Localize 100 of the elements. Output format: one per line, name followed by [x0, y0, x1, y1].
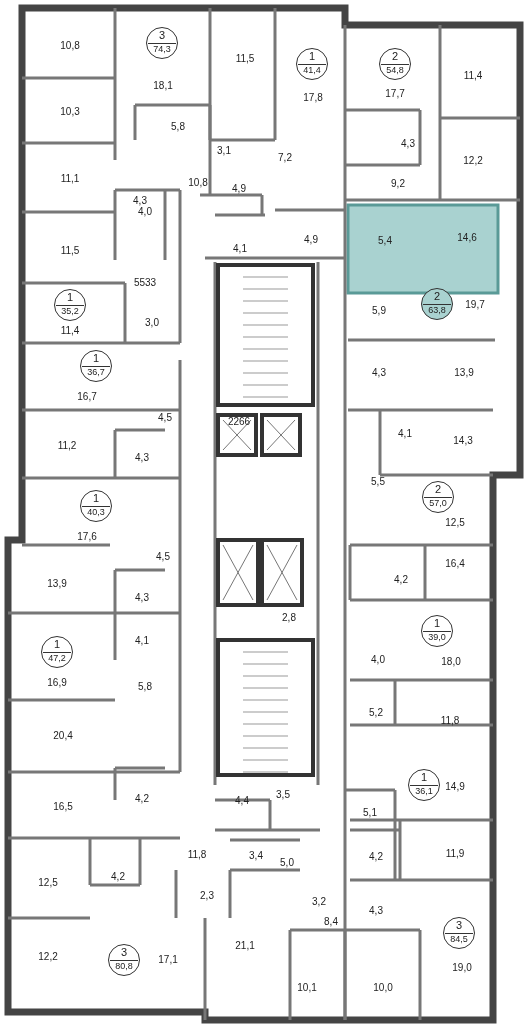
- room-area-label: 19,7: [465, 298, 485, 310]
- room-count: 1: [307, 51, 317, 62]
- apartment-badge: [421, 288, 453, 320]
- room-area-label: 18,1: [153, 79, 173, 91]
- apartment-badge: [422, 481, 454, 513]
- room-area-label: 3,2: [312, 895, 326, 907]
- apartment-area: 39,0: [422, 632, 452, 643]
- room-area-label: 4,1: [135, 634, 149, 646]
- apartment-area: 54,8: [380, 65, 410, 76]
- room-area-label: 11,4: [463, 69, 483, 81]
- room-area-label: 4,3: [369, 904, 383, 916]
- room-count: 1: [91, 353, 101, 364]
- room-area-label: 16,4: [445, 557, 465, 569]
- room-area-label: 5,2: [369, 706, 383, 718]
- room-area-label: 5,9: [372, 304, 386, 316]
- room-area-label: 4,9: [232, 182, 246, 194]
- room-area-label: 10,8: [60, 39, 80, 51]
- room-count: 3: [119, 947, 129, 958]
- room-area-label: 4,4: [235, 794, 249, 806]
- room-area-label: 4,2: [111, 870, 125, 882]
- apartment-area: 36,1: [409, 786, 439, 797]
- room-area-label: 5533: [133, 276, 157, 288]
- room-area-label: 11,8: [440, 714, 460, 726]
- room-count: 1: [419, 772, 429, 783]
- room-area-label: 4,3: [372, 366, 386, 378]
- room-area-label: 10,0: [373, 981, 393, 993]
- apartment-area: 74,3: [147, 44, 177, 55]
- room-area-label: 17,1: [158, 953, 178, 965]
- room-area-label: 16,9: [47, 676, 67, 688]
- room-area-label: 8,4: [324, 915, 338, 927]
- room-area-label: 4,3: [401, 137, 415, 149]
- apartment-area: 41,4: [297, 65, 327, 76]
- apartment-badge: [408, 769, 440, 801]
- apartment-area: 40,3: [81, 507, 111, 518]
- room-area-label: 18,0: [441, 655, 461, 667]
- apartment-badge: [443, 917, 475, 949]
- room-area-label: 13,9: [454, 366, 474, 378]
- apartment-badge: [80, 490, 112, 522]
- room-area-label: 16,5: [53, 800, 73, 812]
- room-count: 3: [157, 30, 167, 41]
- apartment-area: 47,2: [42, 653, 72, 664]
- apartment-badge: [108, 944, 140, 976]
- room-area-label: 19,0: [452, 961, 472, 973]
- room-area-label: 5,0: [280, 856, 294, 868]
- room-area-label: 14,3: [453, 434, 473, 446]
- room-area-label: 11,1: [60, 172, 80, 184]
- room-area-label: 4,2: [135, 792, 149, 804]
- room-area-label: 11,8: [187, 848, 207, 860]
- room-area-label: 11,9: [445, 847, 465, 859]
- room-area-label: 16,7: [77, 390, 97, 402]
- room-area-label: 4,0: [138, 205, 152, 217]
- room-area-label: 21,1: [235, 939, 255, 951]
- room-count: 1: [52, 639, 62, 650]
- room-count: 2: [432, 291, 442, 302]
- room-count: 2: [390, 51, 400, 62]
- room-area-label: 12,2: [463, 154, 483, 166]
- room-area-label: 4,2: [369, 850, 383, 862]
- apartment-area: 63,8: [422, 305, 452, 316]
- room-area-label: 2,3: [200, 889, 214, 901]
- room-area-label: 17,8: [303, 91, 323, 103]
- apartment-area: 57,0: [423, 498, 453, 509]
- room-area-label: 9,2: [391, 177, 405, 189]
- room-count: 1: [91, 493, 101, 504]
- apartment-badge: [41, 636, 73, 668]
- room-area-label: 3,5: [276, 788, 290, 800]
- room-area-label: 3,4: [249, 849, 263, 861]
- apartment-badge: [421, 615, 453, 647]
- apartment-area: 80,8: [109, 961, 139, 972]
- room-area-label: 10,3: [60, 105, 80, 117]
- room-count: 3: [454, 920, 464, 931]
- room-area-label: 3,1: [217, 144, 231, 156]
- room-area-label: 4,5: [156, 550, 170, 562]
- apartment-badge: [146, 27, 178, 59]
- room-area-label: 11,4: [60, 324, 80, 336]
- room-area-label: 4,3: [135, 451, 149, 463]
- room-area-label: 11,5: [235, 52, 255, 64]
- apartment-area: 35,2: [55, 306, 85, 317]
- room-count: 2: [433, 484, 443, 495]
- apartment-badge: [379, 48, 411, 80]
- room-area-label: 10,8: [188, 176, 208, 188]
- room-area-label: 4,3: [133, 194, 147, 206]
- room-area-label: 3,0: [145, 316, 159, 328]
- room-area-label: 5,8: [171, 120, 185, 132]
- room-area-label: 4,2: [394, 573, 408, 585]
- room-area-label: 4,1: [233, 242, 247, 254]
- room-area-label: 13,9: [47, 577, 67, 589]
- room-area-label: 4,1: [398, 427, 412, 439]
- room-area-label: 14,6: [457, 231, 477, 243]
- room-area-label: 5,1: [363, 806, 377, 818]
- room-area-label: 4,5: [158, 411, 172, 423]
- room-area-label: 7,2: [278, 151, 292, 163]
- apartment-area: 84,5: [444, 934, 474, 945]
- room-area-label: 4,0: [371, 653, 385, 665]
- room-area-label: 4,3: [135, 591, 149, 603]
- room-area-label: 10,1: [297, 981, 317, 993]
- room-area-label: 20,4: [53, 729, 73, 741]
- apartment-badge: [54, 289, 86, 321]
- room-area-label: 17,6: [77, 530, 97, 542]
- room-area-label: 12,5: [38, 876, 58, 888]
- room-area-label: 12,5: [445, 516, 465, 528]
